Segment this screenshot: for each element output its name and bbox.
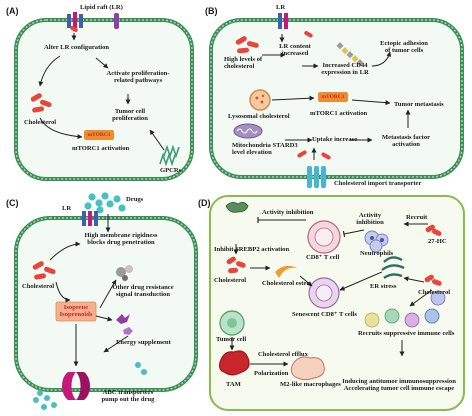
panel-c-cell	[14, 216, 198, 392]
cholesterol-import-transporter-icon	[307, 166, 326, 188]
senescent-cd8-icon	[308, 277, 340, 309]
drug-molecule-icons	[33, 192, 147, 410]
lr-receptor-b	[278, 13, 288, 29]
cholesterol-ester-icon	[275, 265, 297, 278]
recruit-text: Recruit	[406, 214, 428, 221]
metastasis-factor-text: Metastasis factor activation	[381, 134, 431, 149]
gpcrs-text: GPCRs	[160, 167, 182, 174]
tumor-cell-text: Tumor cell	[216, 336, 247, 343]
alter-lr-text: Alter LR configuration	[44, 44, 110, 51]
energy-icon	[116, 314, 133, 335]
panel-d-label: (D)	[198, 198, 211, 208]
mtorc1-activation-b: mTORC1 activation	[310, 110, 368, 117]
cholesterol-text-d1: Cholesterol	[214, 277, 247, 284]
high-levels-text: High levels of cholesterol	[224, 56, 263, 71]
abc-transporter-icon	[62, 372, 90, 400]
senescent-cd8-text: Senescent CD8⁺ T cells	[292, 311, 357, 318]
mitochondria-text: Mitochondria STARD3 level elevation	[232, 142, 298, 157]
gpcr-icon	[159, 144, 180, 167]
cd8-t-cell-icon	[307, 220, 341, 254]
drugs-text: Drugs	[126, 196, 144, 203]
srebp2-icon	[225, 202, 249, 213]
panel-c-label: (C)	[6, 198, 19, 208]
lr-text-b: LR	[276, 4, 286, 11]
isoprene-box	[55, 301, 97, 322]
cholesterol-efflux-text: Cholesterol efflux	[258, 351, 308, 358]
activity-inhibition-text-1: Activity inhibition	[262, 209, 314, 216]
panel-d-arrows	[229, 217, 433, 367]
cholesterol-pill-icons-c	[32, 261, 56, 280]
other-resistance-text: Other drug resistance signal transductio…	[112, 284, 174, 299]
m2-macrophages-text: M2-like macrophages	[280, 381, 341, 388]
27-hc-text: 27-HC	[428, 238, 447, 245]
er-stress-icon	[381, 256, 405, 279]
activity-inhibition-text-2: Activity inhibition	[356, 212, 384, 227]
cd44-icon	[336, 42, 364, 67]
isoprene-text: Isoprene Isoprenoids	[59, 304, 93, 319]
neutrophils-text: Neutrophils	[360, 250, 394, 257]
tam-text: TAM	[226, 381, 241, 388]
mtorc1-activation-a: mTORC1 activation	[72, 145, 130, 152]
cholesterol-text-a: Cholesterol	[24, 119, 57, 126]
mtorc1-box-a	[84, 130, 114, 140]
import-transporter-text: Cholesterol import transporter	[334, 180, 422, 187]
mtorc1-box-b	[318, 92, 348, 102]
mtorc1-box-text-a: mTORC1	[87, 132, 111, 138]
panel-c-arrows	[49, 214, 129, 367]
er-stress-text: ER stress	[370, 283, 397, 290]
tumor-proliferation-text: Tumor cell proliferation	[112, 108, 148, 123]
panel-b-arrows	[262, 34, 411, 160]
cd8-t-cell-text: CD8⁺ T cell	[306, 254, 340, 261]
panel-a-label: (A)	[6, 6, 19, 16]
cholesterol-pill-icons-b	[235, 31, 331, 160]
panel-a-cell	[14, 18, 194, 181]
membrane-rigidness-text: High membrane rigidness blocks drug pene…	[84, 232, 158, 247]
lr-receptor-c	[82, 211, 98, 226]
neutrophils-icon	[364, 230, 389, 253]
cd44-text: Increased CD44 expression in LR	[321, 62, 369, 77]
27-hc-icon	[425, 224, 442, 237]
lysosomal-cholesterol-text: Lysosomal cholesterol	[228, 113, 290, 120]
cholesterol-ester-text: Cholesterol ester	[262, 280, 310, 287]
mtorc1-box-text-b: mTORC1	[321, 94, 345, 100]
lr-text-c: LR	[62, 205, 72, 212]
panel-b-label: (B)	[205, 6, 218, 16]
inhibit-srebp2-text: Inhibit SREBP2 activation	[214, 246, 290, 253]
lysosome-icon	[249, 89, 271, 111]
tumor-metastasis-text: Tumor metastasis	[394, 101, 444, 108]
panel-a-arrows	[38, 33, 165, 151]
m2-macrophage-icon	[290, 356, 325, 381]
lipid-raft-label: Lipid raft (LR)	[80, 4, 123, 11]
uptake-increase-text: Uptake increase	[312, 136, 358, 143]
panel-d-frame	[209, 195, 465, 411]
activate-pathways-text: Activate proliferation- related pathways	[106, 70, 170, 85]
suppressive-immune-cells-icon	[364, 290, 446, 328]
tumor-cell-icon	[219, 310, 245, 336]
mitochondria-icon	[233, 123, 263, 139]
ectopic-adhesion-text: Ectopic adhesion of tumor cells	[380, 40, 428, 55]
lr-content-text: LR content increased	[279, 43, 311, 58]
recruits-suppressive-text: Recruits suppressive immune cells	[358, 330, 455, 337]
tam-icon	[219, 350, 250, 376]
lipid-raft-receptor	[67, 12, 119, 29]
signaling-icon	[116, 265, 133, 281]
cholesterol-pill-icons	[30, 26, 78, 113]
inducing-immunosuppression-text: Inducing antitumor immunosuppression Acc…	[342, 378, 456, 393]
cholesterol-text-d2: Cholesterol	[418, 289, 451, 296]
abc-transporter-text: ABC transporters pump out the drug	[101, 389, 155, 404]
energy-supplement-text: Energy supplement	[116, 339, 171, 346]
polarization-text: Polarization	[254, 370, 289, 377]
cholesterol-pill-icons-d	[226, 256, 442, 286]
cholesterol-text-c: Cholesterol	[22, 283, 55, 290]
